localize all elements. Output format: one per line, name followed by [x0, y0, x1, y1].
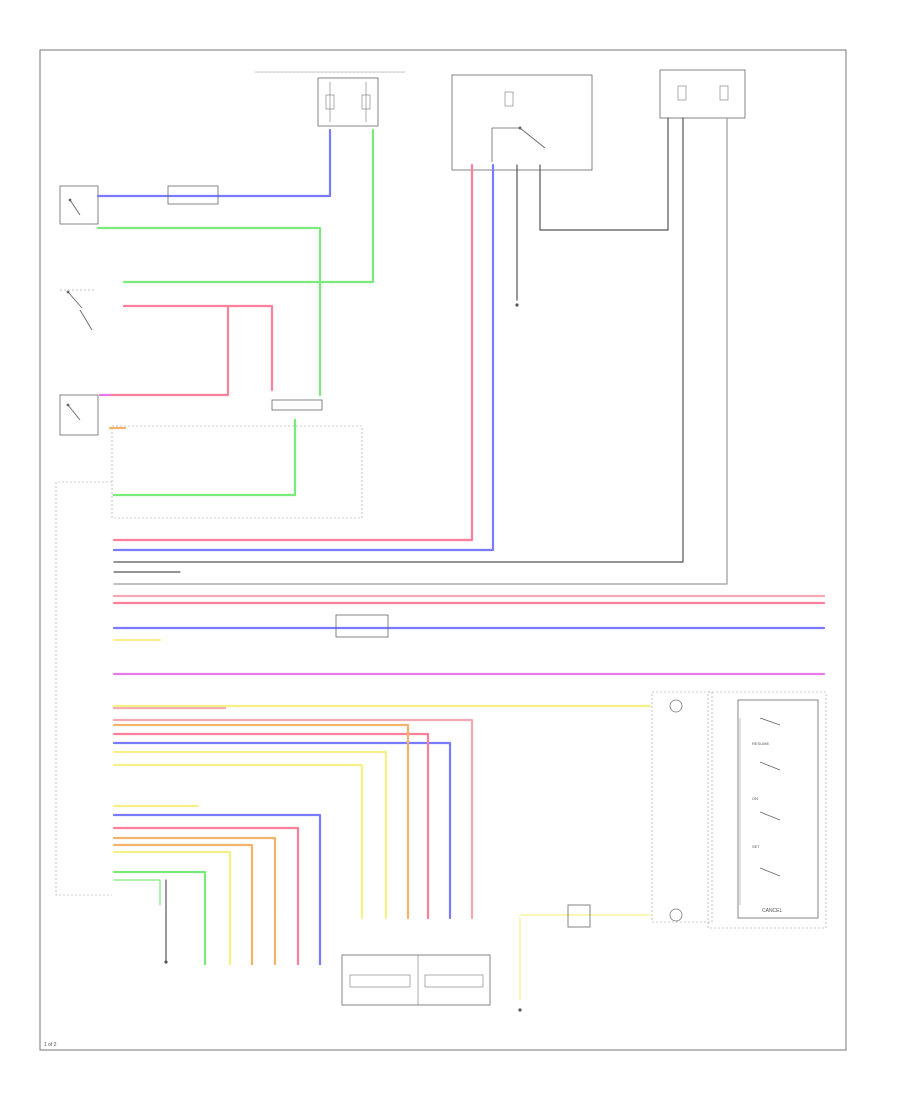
stop-lamp-switch: [60, 289, 95, 331]
fuse-block-right: [659, 69, 746, 119]
fuse-block-center: [451, 74, 593, 171]
footer-code: 1 of 2: [44, 1042, 57, 1048]
transmission-switch: [59, 394, 99, 436]
wires-magenta: [98, 393, 826, 676]
cruise-control-switch: CANCEL RESUME SET ON: [707, 691, 827, 929]
fuse-block-left: [254, 71, 406, 127]
cruise-main-switch: [59, 185, 99, 225]
ecm-module: [55, 425, 363, 896]
diagram-frame: [39, 49, 847, 1051]
wires-black: [113, 117, 728, 961]
wires-orange: [108, 426, 410, 920]
wires-red: [108, 163, 826, 920]
wires-blue: [96, 128, 826, 920]
set-label: SET: [752, 844, 760, 849]
cancel-label: CANCEL: [762, 908, 783, 914]
spiral-cable: [651, 691, 713, 923]
inline-connectors: [167, 185, 389, 638]
bottom-connector-right: [341, 954, 491, 1006]
wires-yellow: [112, 638, 652, 1001]
resume-label: RESUME: [752, 741, 769, 746]
bottom-connector-left: [203, 918, 322, 965]
on-label: ON: [752, 796, 758, 801]
steering-sensor: [567, 904, 591, 928]
wires-green: [96, 128, 375, 920]
ground-symbols: [164, 303, 522, 1012]
